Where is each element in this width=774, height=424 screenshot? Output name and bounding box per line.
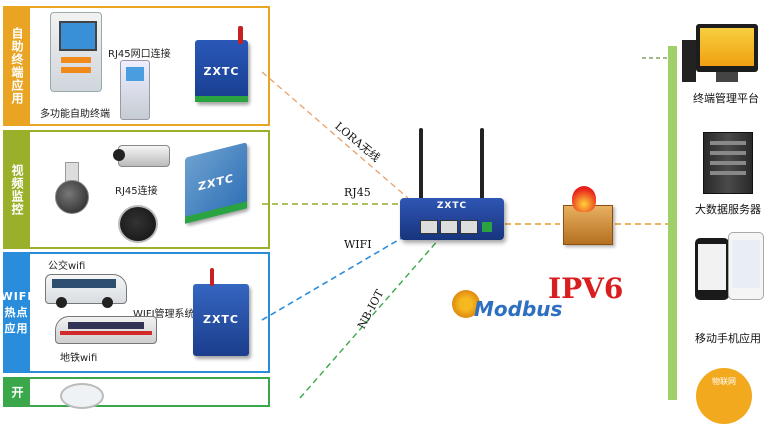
dome-camera xyxy=(55,162,89,214)
phone-icon-1 xyxy=(695,238,729,300)
kiosk-large xyxy=(50,12,102,92)
flame-icon xyxy=(572,186,596,212)
panel-self-service-title: 自助终端应用 xyxy=(3,6,30,126)
ipv6-label: IPV6 xyxy=(548,272,624,305)
line-wifi xyxy=(261,231,413,321)
monitor-icon xyxy=(696,24,758,72)
round-camera xyxy=(118,205,158,243)
label-rj45: RJ45 xyxy=(344,186,371,199)
label-wifi: WIFI xyxy=(344,238,372,251)
bus-image xyxy=(45,274,127,308)
label-rj45-port: RJ45网口连接 xyxy=(108,49,171,60)
panel-wifi-title: WIFI热点应用 xyxy=(1,252,31,373)
router-brand: ZXTC xyxy=(436,201,468,211)
label-bus-wifi: 公交wifi xyxy=(48,261,86,272)
kiosk-small xyxy=(120,60,150,120)
phone-icon-2 xyxy=(728,232,764,300)
router-antenna-2 xyxy=(480,128,484,200)
connection-lines xyxy=(261,57,668,399)
iot-badge-label: 物联网 xyxy=(712,377,736,386)
antenna-3 xyxy=(210,268,214,286)
antenna-1 xyxy=(238,26,243,44)
router-antenna-1 xyxy=(419,128,423,200)
device-brand-3: ZXTC xyxy=(202,312,240,326)
panel-video-title: 视频监控 xyxy=(3,130,30,249)
train-image xyxy=(55,316,157,344)
line-lora xyxy=(261,71,409,199)
router: ZXTC xyxy=(400,198,504,240)
modbus-icon xyxy=(452,290,480,318)
server-icon xyxy=(703,132,753,194)
monitor-stand xyxy=(716,72,738,82)
label-rj45-connect: RJ45连接 xyxy=(115,186,158,197)
iot-badge: 物联网 xyxy=(696,368,752,424)
label-bigdata-server: 大数据服务器 xyxy=(695,203,761,216)
device-brand-1: ZXTC xyxy=(203,64,240,78)
label-multi-kiosk: 多功能自助终端 xyxy=(40,109,110,120)
pc-tower xyxy=(682,40,696,82)
bullet-camera xyxy=(113,145,170,167)
label-metro-wifi: 地铁wifi xyxy=(60,353,98,364)
label-wifi-mgmt: WIFI管理系统 xyxy=(133,309,195,320)
modbus-label: Modbus xyxy=(474,297,563,321)
label-mobile-app: 移动手机应用 xyxy=(695,332,761,345)
label-terminal-platform: 终端管理平台 xyxy=(693,92,759,105)
device-zxtc-1: ZXTC xyxy=(195,40,248,102)
right-bar xyxy=(668,46,677,400)
line-nbiot xyxy=(299,237,441,399)
device-zxtc-3: ZXTC xyxy=(193,284,249,356)
